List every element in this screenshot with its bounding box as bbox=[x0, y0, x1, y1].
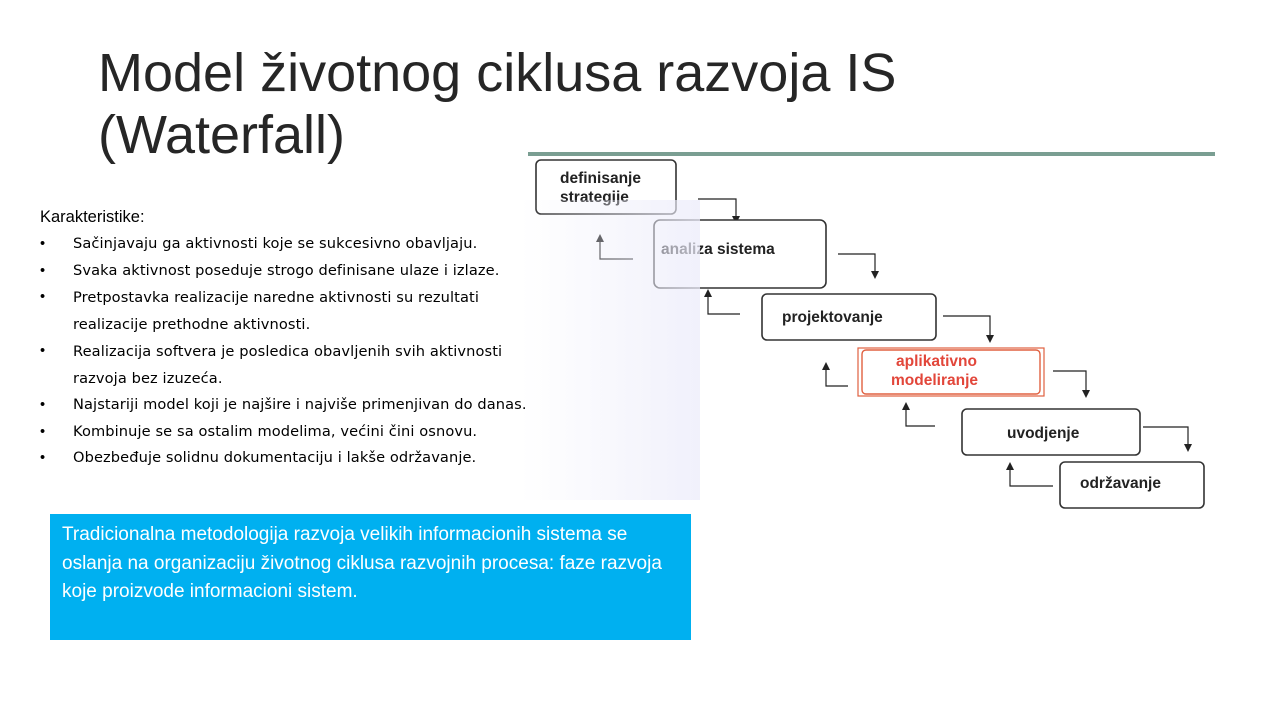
characteristics-heading: Karakteristike: bbox=[40, 208, 145, 226]
step-label: projektovanje bbox=[782, 309, 883, 326]
list-item: Kombinuje se sa ostalim modelima, većini… bbox=[40, 419, 700, 446]
diagram-arrows bbox=[596, 198, 1192, 487]
forward-arrow-1 bbox=[698, 198, 737, 218]
step-label: definisanje bbox=[560, 170, 641, 187]
step-odrzavanje: održavanje bbox=[1059, 461, 1205, 509]
list-item: Obezbeđuje solidnu dokumentaciju i lakše… bbox=[40, 445, 700, 472]
slide-title: Model životnog ciklusa razvoja IS (Water… bbox=[98, 43, 897, 165]
list-item: Svaka aktivnost poseduje strogo definisa… bbox=[40, 258, 700, 285]
step-uvodjenje: uvodjenje bbox=[961, 408, 1141, 456]
back-arrow-3 bbox=[825, 368, 848, 387]
arrow-head bbox=[1082, 390, 1090, 398]
back-arrow-2 bbox=[707, 295, 740, 315]
forward-arrow-2 bbox=[838, 253, 876, 273]
forward-arrow-3 bbox=[943, 315, 991, 337]
characteristics-section: Karakteristike: Sačinjavaju ga aktivnost… bbox=[40, 205, 700, 472]
step-projektovanje: projektovanje bbox=[761, 293, 937, 341]
list-item: Najstariji model koji je najšire i najvi… bbox=[40, 392, 700, 419]
callout-box: Tradicionalna metodologija razvoja velik… bbox=[50, 514, 691, 640]
step-label: uvodjenje bbox=[1007, 425, 1080, 442]
step-aplikativno-modeliranje: aplikativno modeliranje bbox=[857, 347, 1045, 397]
list-item: Realizacija softvera je posledica obavlj… bbox=[40, 338, 700, 392]
arrow-head bbox=[871, 271, 879, 279]
forward-arrow-4 bbox=[1053, 370, 1087, 392]
arrow-head bbox=[822, 362, 830, 370]
step-label: aplikativno bbox=[896, 353, 977, 370]
step-label: modeliranje bbox=[891, 372, 978, 389]
arrow-head bbox=[704, 289, 712, 297]
list-item: Sačinjavaju ga aktivnosti koje se sukces… bbox=[40, 231, 700, 258]
arrow-head bbox=[1006, 462, 1014, 470]
characteristics-list: Sačinjavaju ga aktivnosti koje se sukces… bbox=[40, 231, 700, 472]
back-arrow-4 bbox=[905, 408, 935, 427]
arrow-head bbox=[1184, 444, 1192, 452]
forward-arrow-5 bbox=[1143, 426, 1189, 446]
title-divider bbox=[528, 152, 1215, 156]
arrow-head bbox=[986, 335, 994, 343]
step-label: održavanje bbox=[1080, 475, 1161, 492]
arrow-head bbox=[902, 402, 910, 410]
list-item: Pretpostavka realizacije naredne aktivno… bbox=[40, 284, 700, 338]
back-arrow-5 bbox=[1009, 468, 1053, 487]
